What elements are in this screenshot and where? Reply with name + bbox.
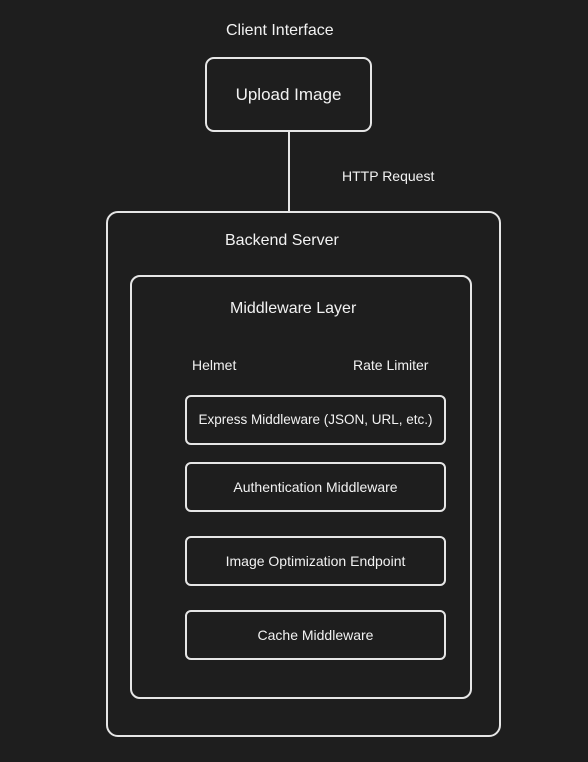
helmet-label: Helmet <box>192 357 237 373</box>
image-optimization-endpoint-box: Image Optimization Endpoint <box>185 536 446 586</box>
upload-image-label: Upload Image <box>235 85 342 104</box>
middleware-layer-title: Middleware Layer <box>230 300 357 317</box>
image-optimization-endpoint-label: Image Optimization Endpoint <box>225 553 406 569</box>
express-middleware-label: Express Middleware (JSON, URL, etc.) <box>198 412 433 427</box>
rate-limiter-label: Rate Limiter <box>353 357 429 373</box>
backend-server-title: Backend Server <box>225 232 339 249</box>
authentication-middleware-label: Authentication Middleware <box>233 479 398 495</box>
client-interface-title: Client Interface <box>226 22 334 39</box>
cache-middleware-label: Cache Middleware <box>257 627 374 643</box>
middleware-layer-box <box>130 275 472 699</box>
express-middleware-box: Express Middleware (JSON, URL, etc.) <box>185 395 446 445</box>
authentication-middleware-box: Authentication Middleware <box>185 462 446 512</box>
http-request-label: HTTP Request <box>342 168 435 184</box>
upload-image-box: Upload Image <box>205 57 372 132</box>
backend-server-box <box>106 211 501 737</box>
cache-middleware-box: Cache Middleware <box>185 610 446 660</box>
